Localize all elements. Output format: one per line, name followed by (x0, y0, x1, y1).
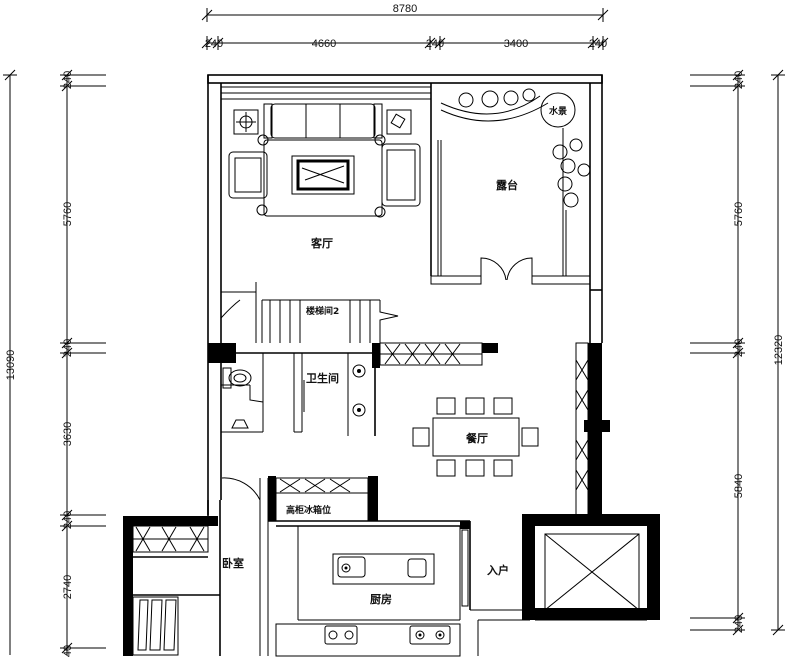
right-dimension-chain: 240 5760 240 5840 240 12320 (690, 69, 785, 636)
water-feature-label: 水景 (549, 105, 567, 117)
cabinet-label: 高柜冰箱位 (286, 504, 331, 516)
top-dimension-1: 240 (205, 38, 223, 50)
right-dimension-1: 240 (733, 71, 745, 89)
bedroom-label: 卧室 (222, 556, 244, 570)
left-dimension-4: 3630 (62, 422, 74, 446)
kitchen-label: 厨房 (370, 592, 392, 606)
left-dimension-6: 2740 (62, 575, 74, 599)
right-total-dimension: 12320 (773, 335, 785, 366)
staircase: 楼梯间2 (220, 282, 399, 343)
left-dimension-1: 240 (62, 71, 74, 89)
bathroom: 卫生间 (221, 353, 376, 436)
top-total-dimension: 8780 (393, 3, 417, 15)
right-dimension-4: 5840 (733, 474, 745, 498)
kitchen: 高柜冰箱位 厨房 (268, 476, 530, 657)
living-room: 客厅 (220, 83, 442, 276)
dining-label: 餐厅 (465, 431, 488, 445)
entry-label: 入户 (487, 563, 509, 577)
right-dimension-2: 5760 (733, 202, 745, 226)
bedroom: 卧室 (132, 477, 269, 656)
top-dimension-3: 240 (426, 38, 444, 50)
top-dimension-4: 3400 (504, 38, 528, 50)
right-dimension-3: 240 (733, 339, 745, 357)
left-dimension-3: 240 (62, 339, 74, 357)
bathroom-label: 卫生间 (306, 371, 339, 385)
terrace-label: 露台 (496, 178, 518, 192)
left-dimension-7: 40 (62, 645, 74, 657)
right-dimension-5: 240 (733, 615, 745, 633)
middle-wall (208, 342, 610, 519)
top-dimension-2: 4660 (312, 38, 336, 50)
water-feature (540, 92, 576, 128)
top-dimension-5: 240 (589, 38, 607, 50)
entry-area: 入户 (487, 514, 660, 621)
left-dimension-chain: 13090 240 5760 240 3630 240 2740 40 (3, 69, 106, 657)
terrace: 水景 露台 (430, 88, 602, 343)
dining-area: 餐厅 (412, 397, 539, 477)
living-room-label: 客厅 (310, 236, 333, 250)
top-dimension-chain: 8780 240 4660 240 3400 240 (201, 3, 609, 50)
stair-label: 楼梯间2 (306, 305, 339, 317)
left-total-dimension: 13090 (5, 350, 17, 381)
left-dimension-5: 240 (62, 511, 74, 529)
left-dimension-2: 5760 (62, 202, 74, 226)
